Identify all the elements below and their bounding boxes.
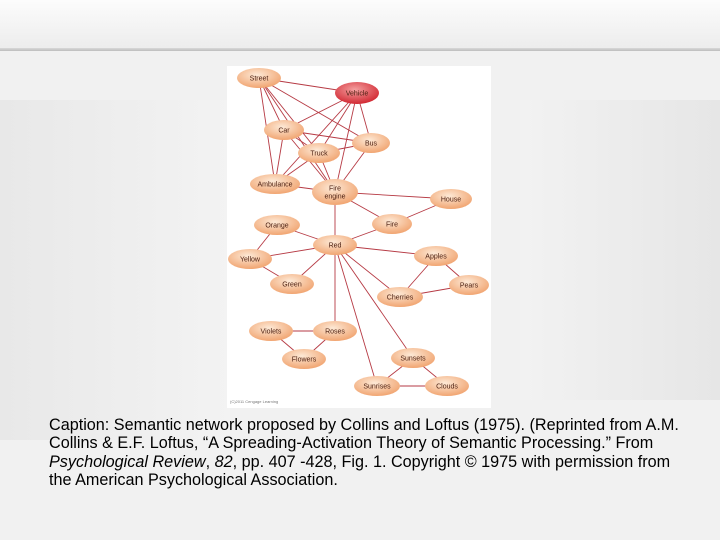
node-ellipse — [254, 215, 300, 235]
node-bus: Bus — [352, 133, 390, 153]
node-street: Street — [237, 68, 281, 88]
node-violets: Violets — [249, 321, 293, 341]
caption-journal: Psychological Review — [49, 452, 206, 471]
edge-red-sunsets — [334, 244, 414, 359]
node-ellipse — [282, 349, 326, 369]
node-label: Pears — [460, 283, 479, 290]
node-green: Green — [270, 274, 314, 294]
edge-red-sunrises — [334, 244, 378, 387]
node-ellipse — [335, 82, 379, 104]
node-label: Orange — [265, 223, 288, 230]
node-ellipse — [264, 120, 304, 140]
figure-caption: Caption: Semantic network proposed by Co… — [49, 416, 689, 489]
node-pears: Pears — [449, 275, 489, 295]
node-ellipse — [228, 249, 272, 269]
node-ellipse — [372, 214, 412, 234]
node-ellipse — [249, 321, 293, 341]
node-ambulance: Ambulance — [250, 174, 300, 194]
edge-vehicle-ambulance — [274, 92, 358, 185]
node-ellipse — [414, 246, 458, 266]
node-ellipse — [313, 321, 357, 341]
node-cherries: Cherries — [377, 287, 423, 307]
caption-separator: , — [205, 452, 215, 471]
node-label: Truck — [310, 151, 328, 158]
node-label: Sunrises — [363, 384, 391, 391]
node-red: Red — [313, 235, 357, 255]
node-label: Fire — [386, 222, 398, 229]
node-label: Clouds — [436, 384, 458, 391]
figure-credit: (C)2011 Cengage Learning — [230, 399, 279, 404]
node-apples: Apples — [414, 246, 458, 266]
node-house: House — [430, 189, 472, 209]
node-label: House — [441, 197, 461, 204]
node-flowers: Flowers — [282, 349, 326, 369]
node-label: Bus — [365, 141, 378, 148]
node-vehicle: Vehicle — [335, 82, 379, 104]
node-label: Vehicle — [346, 91, 369, 98]
node-ellipse — [449, 275, 489, 295]
node-label: Cherries — [387, 295, 414, 302]
node-orange: Orange — [254, 215, 300, 235]
node-label: Apples — [425, 254, 447, 261]
node-truck: Truck — [298, 143, 340, 163]
node-label: Sunsets — [400, 356, 426, 363]
slide-background-panel-right — [520, 100, 720, 400]
node-ellipse — [298, 143, 340, 163]
slide-header-rule — [0, 48, 720, 51]
edge-street-bus — [258, 77, 372, 144]
node-label: Car — [278, 128, 290, 135]
edge-vehicle-fire-engine — [334, 92, 358, 193]
node-sunrises: Sunrises — [354, 376, 400, 396]
node-label: Roses — [325, 329, 345, 336]
node-ellipse — [270, 274, 314, 294]
node-yellow: Yellow — [228, 249, 272, 269]
node-sunsets: Sunsets — [391, 348, 435, 368]
node-label: Yellow — [240, 257, 261, 264]
caption-lead: Caption: Semantic network proposed by Co… — [49, 416, 679, 453]
node-ellipse — [377, 287, 423, 307]
node-ellipse — [425, 376, 469, 396]
node-ellipse — [354, 376, 400, 396]
node-car: Car — [264, 120, 304, 140]
node-label: Ambulance — [257, 182, 292, 189]
slide-background-panel-left — [0, 100, 230, 440]
slide-header-band — [0, 0, 720, 50]
caption-tail: , pp. 407 -428, Fig. 1. Copyright © 1975… — [49, 452, 671, 489]
node-ellipse — [250, 174, 300, 194]
node-roses: Roses — [313, 321, 357, 341]
node-ellipse — [312, 179, 358, 205]
node-ellipse — [391, 348, 435, 368]
node-ellipse — [313, 235, 357, 255]
node-clouds: Clouds — [425, 376, 469, 396]
node-label: Street — [250, 76, 269, 83]
node-label: Violets — [261, 329, 282, 336]
node-label: Green — [282, 282, 302, 289]
caption-volume: 82 — [214, 452, 233, 471]
edge-street-truck — [258, 77, 320, 154]
node-ellipse — [237, 68, 281, 88]
node-label: Flowers — [292, 357, 317, 364]
node-ellipse — [430, 189, 472, 209]
node-label: Red — [329, 243, 342, 250]
node-ellipse — [352, 133, 390, 153]
node-fire: Fire — [372, 214, 412, 234]
